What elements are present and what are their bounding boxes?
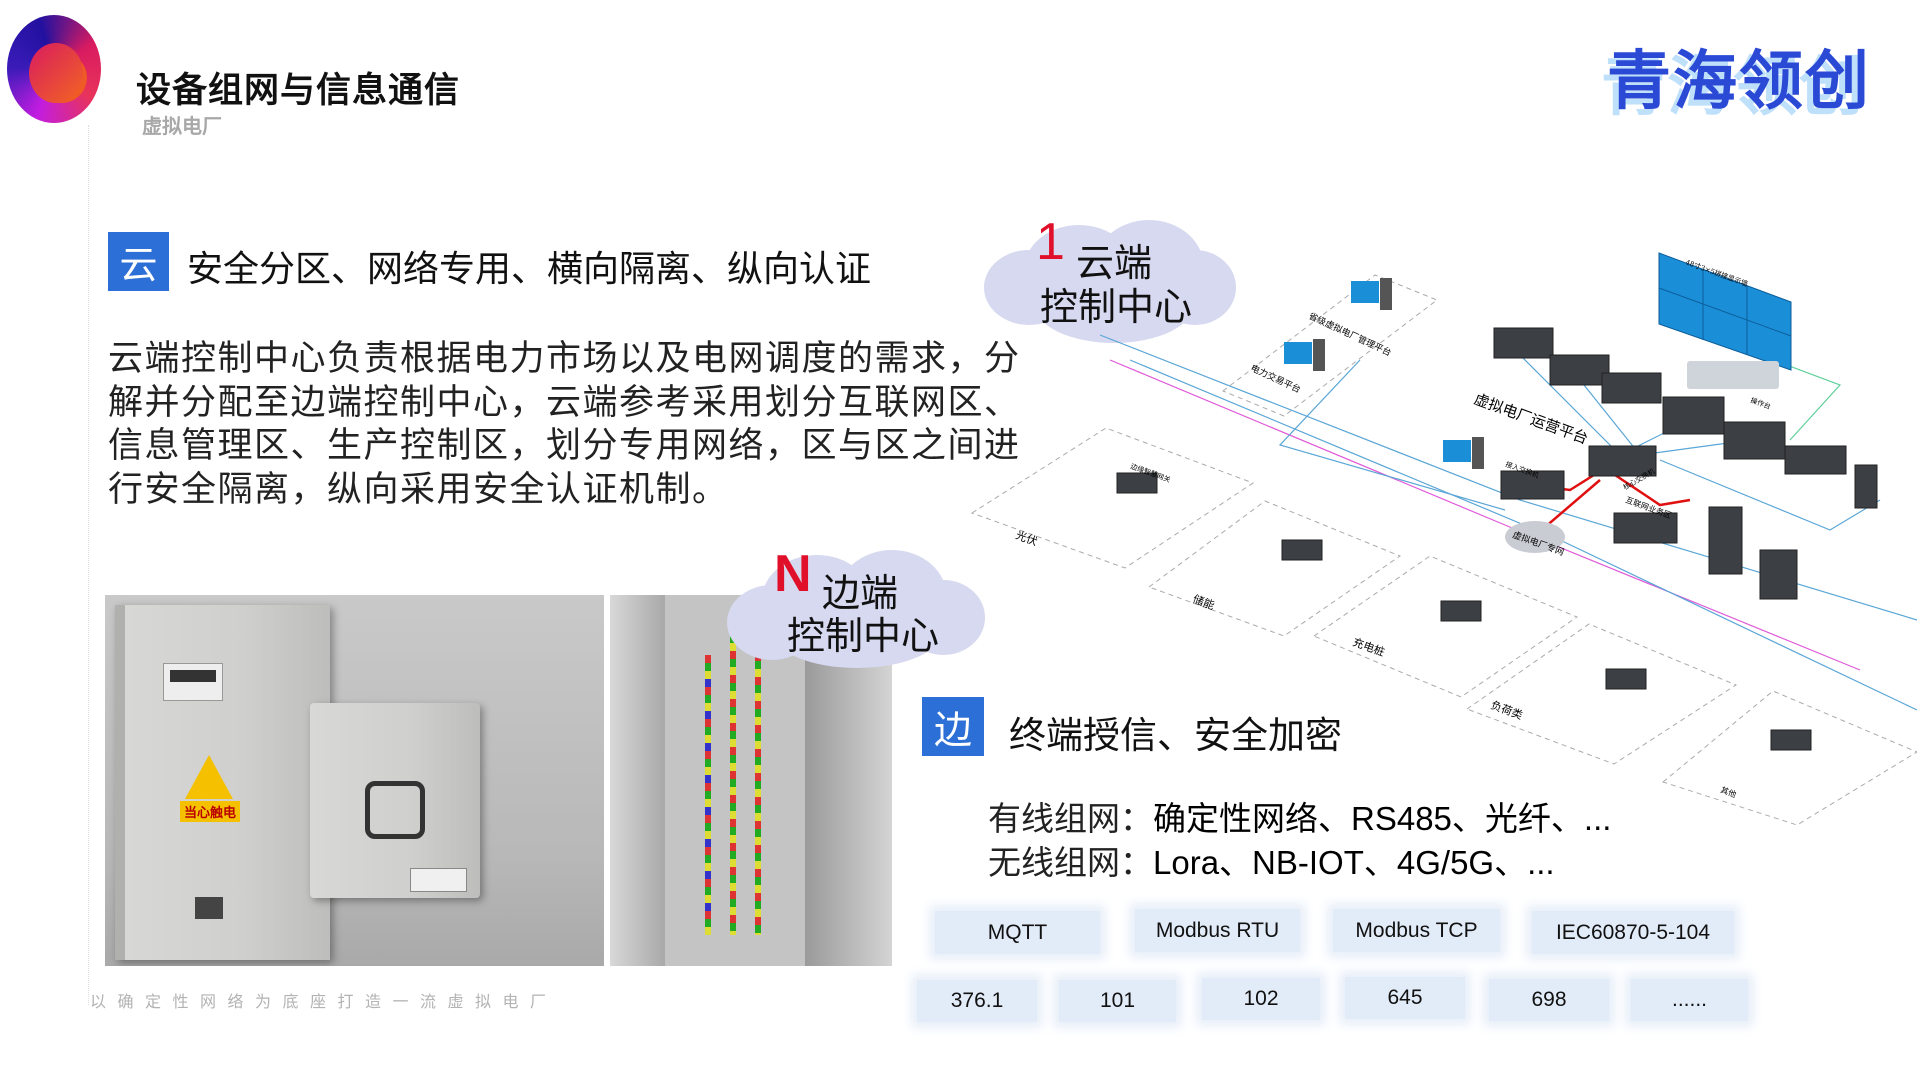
paragraph-line: 行安全隔离，纵向采用安全认证机制。 xyxy=(108,469,729,510)
edge-gateway xyxy=(1770,729,1812,751)
network-topology-diagram: 虚拟电厂运营平台 虚拟电厂专网 省级虚拟电厂管理平台 电力交易平台 48寸3×5… xyxy=(970,252,1917,826)
edge-gateway xyxy=(1281,539,1323,561)
computer-icon xyxy=(1351,281,1379,303)
company-logo xyxy=(7,15,101,123)
storage-tower xyxy=(1854,464,1878,509)
server-rack xyxy=(1708,506,1743,575)
protocol-chip: 645 xyxy=(1345,977,1465,1019)
callout-number: 1 xyxy=(1036,213,1065,271)
distribution-cabinet: 当心触电 xyxy=(115,605,330,960)
link-line xyxy=(1659,459,1881,531)
edge-heading: 终端授信、安全加密 xyxy=(1009,715,1342,756)
protocol-chip: Modbus TCP xyxy=(1333,909,1500,952)
zone-label: 其他 xyxy=(1719,784,1737,799)
access-switch xyxy=(1500,470,1565,500)
internet-access-switch xyxy=(1613,512,1678,544)
display-panel xyxy=(163,663,223,701)
circuit-icon xyxy=(365,781,425,839)
zone-label: 充电桩 xyxy=(1351,635,1387,659)
cloud-heading: 安全分区、网络专用、横向隔离、纵向认证 xyxy=(187,248,872,289)
bigdata-server xyxy=(1549,354,1610,386)
cloud-description: 云端控制中心负责根据电力市场以及电网调度的需求，分 解并分配至边端控制中心，云端… xyxy=(108,338,1021,512)
callout-line2: 控制中心 xyxy=(1040,287,1193,329)
zone-pv xyxy=(970,427,1255,569)
gateway-box xyxy=(310,703,480,898)
zone-platform xyxy=(1222,274,1439,417)
footer-slogan: 以确定性网络为底座打造一流虚拟电厂 xyxy=(90,994,558,1011)
edge-gateway xyxy=(1116,472,1158,494)
computer-icon xyxy=(1443,440,1471,462)
application-server xyxy=(1723,421,1786,460)
callout-line2: 控制中心 xyxy=(787,616,940,658)
wireless-value: Lora、NB-IOT、4G/5G、... xyxy=(1153,844,1555,881)
wireless-label: 无线组网： xyxy=(988,844,1153,881)
core-switch xyxy=(1588,445,1657,477)
page-subtitle: 虚拟电厂 xyxy=(142,116,222,138)
paragraph-line: 信息管理区、生产控制区，划分专用网络，区与区之间进 xyxy=(108,426,1021,466)
private-network-cloud xyxy=(1505,521,1565,553)
warning-triangle-icon xyxy=(185,755,233,799)
operator-console xyxy=(1687,361,1779,389)
wireless-network-line: 无线组网：Lora、NB-IOT、4G/5G、... xyxy=(988,836,1555,884)
cloud-badge: 云 xyxy=(108,232,169,291)
trading-platform-label: 电力交易平台 xyxy=(1249,362,1303,396)
brand-logo-text: 青海领创 xyxy=(1607,45,1871,117)
paragraph-line: 解并分配至边端控制中心，云端参考采用划分互联网区、 xyxy=(108,382,1021,423)
alarm-server xyxy=(1784,445,1847,475)
zone-label: 光伏 xyxy=(1014,528,1039,549)
protocol-chip: 376.1 xyxy=(917,980,1037,1022)
edge-badge: 边 xyxy=(922,697,984,756)
edge-gateway xyxy=(1440,600,1482,622)
db-server xyxy=(1601,372,1662,404)
wired-network-line: 有线组网：确定性网络、RS485、光纤、... xyxy=(988,792,1611,840)
divider xyxy=(88,125,89,1005)
link-line xyxy=(1109,359,1861,671)
edge-gateway xyxy=(1605,668,1647,690)
management-server xyxy=(1662,396,1725,435)
edge-control-center-callout: N 边端 控制中心 xyxy=(727,545,985,668)
zone-load xyxy=(1465,623,1738,765)
protocol-chip: ...... xyxy=(1631,979,1748,1021)
server-rack xyxy=(1759,549,1798,600)
callout-number: N xyxy=(774,545,812,603)
protocol-chip: 101 xyxy=(1059,980,1176,1022)
cloud-control-center-callout: 1 云端 控制中心 xyxy=(984,213,1236,344)
lock-icon xyxy=(195,897,223,919)
zone-storage xyxy=(1147,500,1402,637)
callout-line1: 边端 xyxy=(822,573,899,615)
zone-label: 负荷类 xyxy=(1489,698,1525,722)
callout-line1: 云端 xyxy=(1076,243,1153,285)
secure-link xyxy=(1614,473,1691,507)
warning-label: 当心触电 xyxy=(180,801,241,822)
protocol-chip: Modbus RTU xyxy=(1135,909,1300,952)
zone-label: 储能 xyxy=(1191,592,1216,613)
protocol-chip: MQTT xyxy=(935,911,1100,954)
protocol-chip: IEC60870-5-104 xyxy=(1532,911,1734,954)
protocol-chip: 698 xyxy=(1489,979,1609,1021)
link-line xyxy=(1278,359,1506,511)
wired-value: 确定性网络、RS485、光纤、... xyxy=(1153,800,1612,837)
protocol-chip: 102 xyxy=(1202,978,1320,1020)
cabinet-photo: 当心触电 xyxy=(105,595,604,966)
page-title: 设备组网与信息通信 xyxy=(136,71,461,110)
zone-other xyxy=(1661,690,1917,826)
time-server xyxy=(1493,327,1554,359)
zone-charging xyxy=(1312,555,1579,698)
paragraph-line: 云端控制中心负责根据电力市场以及电网调度的需求，分 xyxy=(108,339,1021,379)
console-label: 操作台 xyxy=(1749,395,1772,411)
platform-label: 虚拟电厂运营平台 xyxy=(1472,390,1591,448)
computer-icon xyxy=(1284,342,1312,364)
wired-label: 有线组网： xyxy=(988,800,1153,837)
